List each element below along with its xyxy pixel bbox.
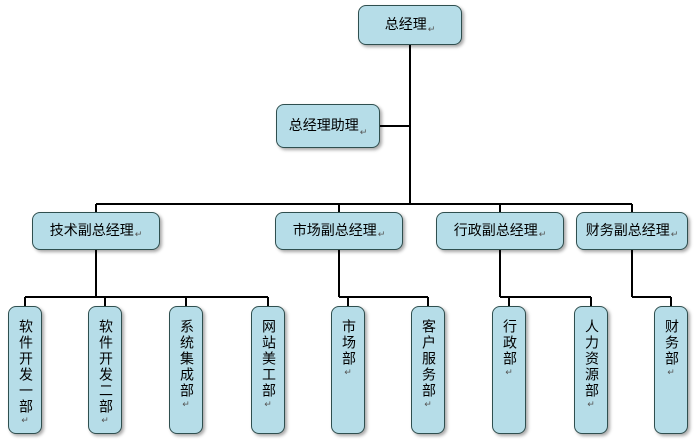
vp-market-box: 市场副总经理↵ bbox=[275, 212, 403, 250]
assistant-box: 总经理助理↵ bbox=[276, 104, 380, 148]
vp-tech-box: 技术副总经理↵ bbox=[32, 212, 160, 250]
return-mark-icon: ↵ bbox=[670, 230, 679, 240]
dept-box-customer-service: 客户服务部↵ bbox=[411, 306, 445, 434]
return-mark-icon: ↵ bbox=[667, 368, 675, 378]
dept-label: 客户服务部 bbox=[420, 319, 436, 399]
return-mark-icon: ↵ bbox=[264, 400, 272, 410]
return-mark-icon: ↵ bbox=[101, 416, 109, 426]
dept-label: 系统集成部 bbox=[178, 319, 194, 399]
dept-label: 软件开发一部 bbox=[17, 319, 33, 415]
dept-label: 财务部 bbox=[663, 319, 679, 367]
return-mark-icon: ↵ bbox=[505, 368, 513, 378]
vp-finance-label: 财务副总经理 bbox=[585, 223, 670, 239]
ceo-label: 总经理 bbox=[384, 17, 427, 33]
dept-box-web-design: 网站美工部↵ bbox=[251, 306, 285, 434]
return-mark-icon: ↵ bbox=[377, 230, 386, 240]
assistant-label: 总经理助理 bbox=[288, 118, 359, 134]
vp-admin-box: 行政副总经理↵ bbox=[436, 212, 564, 250]
return-mark-icon: ↵ bbox=[21, 416, 29, 426]
dept-label: 人力资源部 bbox=[583, 319, 599, 399]
return-mark-icon: ↵ bbox=[359, 128, 368, 138]
dept-box-administration: 行政部↵ bbox=[492, 306, 526, 434]
return-mark-icon: ↵ bbox=[538, 230, 547, 240]
vp-finance-box: 财务副总经理↵ bbox=[576, 212, 688, 250]
dept-box-software-1: 软件开发一部↵ bbox=[8, 306, 42, 434]
vp-admin-label: 行政副总经理 bbox=[453, 223, 538, 239]
dept-label: 软件开发二部 bbox=[97, 319, 113, 415]
dept-box-market: 市场部↵ bbox=[331, 306, 365, 434]
ceo-box: 总经理↵ bbox=[358, 5, 462, 45]
vp-market-label: 市场副总经理 bbox=[292, 223, 377, 239]
return-mark-icon: ↵ bbox=[182, 400, 190, 410]
return-mark-icon: ↵ bbox=[344, 368, 352, 378]
dept-box-human-resources: 人力资源部↵ bbox=[574, 306, 608, 434]
dept-box-software-2: 软件开发二部↵ bbox=[88, 306, 122, 434]
dept-label: 行政部 bbox=[501, 319, 517, 367]
return-mark-icon: ↵ bbox=[587, 400, 595, 410]
vp-tech-label: 技术副总经理 bbox=[49, 223, 134, 239]
return-mark-icon: ↵ bbox=[427, 25, 436, 35]
dept-box-system-integration: 系统集成部↵ bbox=[169, 306, 203, 434]
return-mark-icon: ↵ bbox=[424, 400, 432, 410]
dept-label: 网站美工部 bbox=[260, 319, 276, 399]
return-mark-icon: ↵ bbox=[134, 230, 143, 240]
dept-box-finance: 财务部↵ bbox=[654, 306, 688, 434]
dept-label: 市场部 bbox=[340, 319, 356, 367]
